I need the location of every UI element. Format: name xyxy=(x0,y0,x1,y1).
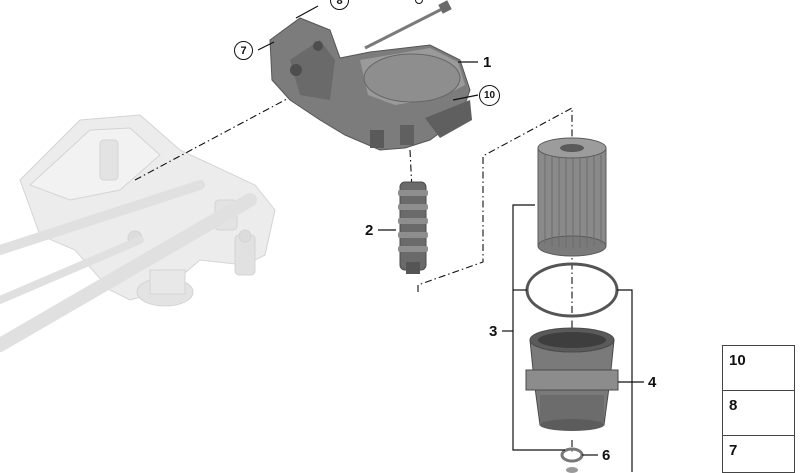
fastener-legend: 10 8 7 xyxy=(722,345,795,473)
leader-lines xyxy=(257,5,644,472)
legend-number: 10 xyxy=(729,352,746,369)
callout-1: 1 xyxy=(483,54,492,71)
legend-cell-10: 10 xyxy=(722,345,795,391)
oil-filter-housing-part xyxy=(269,17,472,151)
legend-number: 8 xyxy=(729,397,738,414)
callout-top-fragment xyxy=(415,0,423,6)
long-bolt-part xyxy=(364,0,452,50)
legend-number: 7 xyxy=(729,442,738,459)
oil-filter-element-part xyxy=(537,137,607,257)
callout-7-circle: 7 xyxy=(234,41,253,60)
legend-cell-8: 8 xyxy=(722,390,795,436)
seal-ring-part xyxy=(560,447,584,473)
callout-10-circle: 10 xyxy=(479,85,500,106)
legend-cell-7: 7 xyxy=(722,435,795,473)
callout-2: 2 xyxy=(365,222,374,239)
valve-spring-part xyxy=(398,181,428,274)
engine-block-ghost xyxy=(19,114,276,307)
callout-4: 4 xyxy=(648,374,657,391)
callout-6: 6 xyxy=(602,447,611,464)
callout-3: 3 xyxy=(489,323,498,340)
dipstick-tubes-ghost xyxy=(0,180,257,352)
filter-cover-part xyxy=(525,327,619,431)
